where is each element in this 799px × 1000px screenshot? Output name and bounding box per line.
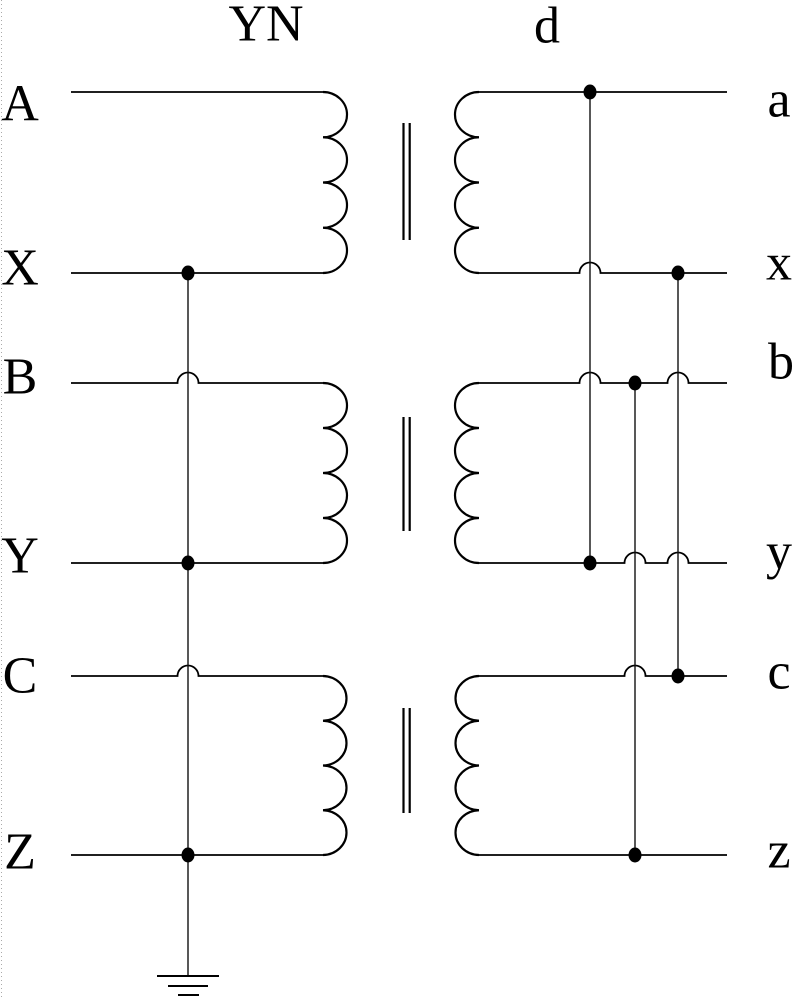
wire-terminal-y-with-hops bbox=[479, 551, 727, 564]
wire-terminal-B-with-hop bbox=[71, 371, 323, 384]
wire-terminal-x-with-hop bbox=[479, 261, 727, 274]
ground-icon bbox=[157, 975, 219, 996]
terminal-label-z: z bbox=[767, 823, 790, 880]
wire-terminal-b-with-hops bbox=[479, 371, 727, 384]
terminal-label-y: y bbox=[766, 524, 792, 581]
wire-terminal-c-with-hop bbox=[479, 664, 727, 677]
terminal-label-Y: Y bbox=[1, 528, 39, 585]
core-symbol-phase-2 bbox=[402, 417, 411, 531]
junction-dot-b-line bbox=[628, 375, 642, 391]
terminal-label-b: b bbox=[768, 334, 794, 391]
terminal-label-x: x bbox=[766, 235, 792, 292]
primary-group-label: YN bbox=[228, 0, 303, 53]
junction-dot-z-line bbox=[628, 847, 642, 863]
junction-dot-a-line bbox=[583, 84, 597, 100]
junction-dot-Y-neutral bbox=[181, 555, 195, 571]
junction-dot-y-line bbox=[583, 555, 597, 571]
core-symbol-phase-1 bbox=[402, 123, 411, 240]
secondary-winding-phase-c-coil bbox=[454, 674, 480, 857]
junction-dot-x-line bbox=[671, 265, 685, 281]
terminal-label-A: A bbox=[1, 76, 39, 133]
secondary-winding-phase-b-coil bbox=[453, 381, 480, 565]
wire-terminal-C-with-hop bbox=[71, 664, 323, 677]
primary-winding-phase-B-coil bbox=[322, 381, 349, 565]
junction-dot-X-neutral bbox=[181, 265, 195, 281]
secondary-winding-phase-a-coil bbox=[453, 90, 480, 275]
terminal-label-Z: Z bbox=[4, 824, 36, 881]
terminal-label-c: c bbox=[767, 644, 790, 701]
terminal-label-X: X bbox=[1, 240, 39, 297]
terminal-label-B: B bbox=[3, 349, 38, 406]
primary-winding-phase-A-coil bbox=[322, 90, 349, 275]
junction-dot-c-line bbox=[671, 668, 685, 684]
secondary-group-label: d bbox=[534, 0, 560, 55]
junction-dot-Z-neutral bbox=[181, 847, 195, 863]
terminal-label-a: a bbox=[767, 72, 790, 129]
primary-winding-phase-C-coil bbox=[322, 674, 348, 857]
core-symbol-phase-3 bbox=[402, 708, 411, 813]
terminal-label-C: C bbox=[3, 648, 38, 705]
